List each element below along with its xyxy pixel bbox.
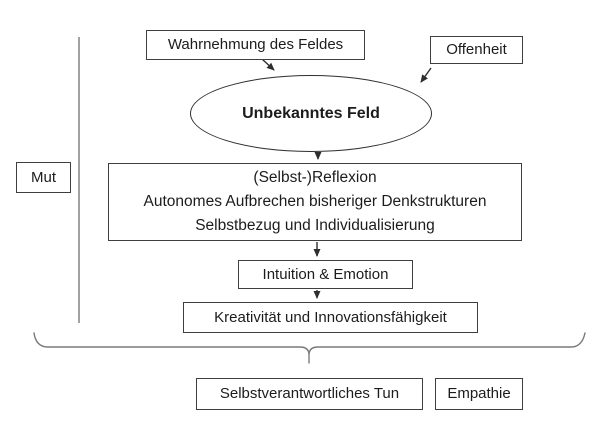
kreativitaet-box: Kreativität und Innovationsfähigkeit	[183, 302, 478, 333]
kreativitaet-label: Kreativität und Innovationsfähigkeit	[214, 308, 447, 326]
reflexion-line-3: Selbstbezug und Individualisierung	[195, 217, 435, 234]
intuition-emotion-box: Intuition & Emotion	[238, 260, 413, 289]
selbstverantwortung-box: Selbstverantwortliches Tun	[196, 378, 423, 410]
reflexion-box: (Selbst-)Reflexion Autonomes Aufbrechen …	[108, 163, 522, 241]
intuition-emotion-label: Intuition & Emotion	[262, 265, 389, 283]
wahrnehmung-label: Wahrnehmung des Feldes	[167, 36, 344, 54]
offenheit-label: Offenheit	[446, 41, 507, 59]
arrow-wahrnehmung-to-feld	[261, 58, 275, 71]
empathie-label: Empathie	[447, 385, 511, 403]
reflexion-line-2: Autonomes Aufbrechen bisheriger Denkstru…	[143, 193, 487, 210]
selbstverantwortung-label: Selbstverantwortliches Tun	[219, 385, 400, 403]
arrow-offenheit-to-feld	[420, 67, 432, 83]
reflexion-line-1: (Selbst-)Reflexion	[253, 169, 377, 186]
mut-box: Mut	[16, 162, 71, 193]
wahrnehmung-box: Wahrnehmung des Feldes	[146, 30, 365, 60]
empathie-box: Empathie	[435, 378, 523, 410]
offenheit-box: Offenheit	[430, 36, 523, 64]
unbekanntes-feld-ellipse: Unbekanntes Feld	[190, 75, 432, 152]
mut-label: Mut	[30, 168, 56, 186]
bottom-brace	[33, 332, 586, 364]
unbekanntes-feld-label: Unbekanntes Feld	[242, 104, 380, 122]
